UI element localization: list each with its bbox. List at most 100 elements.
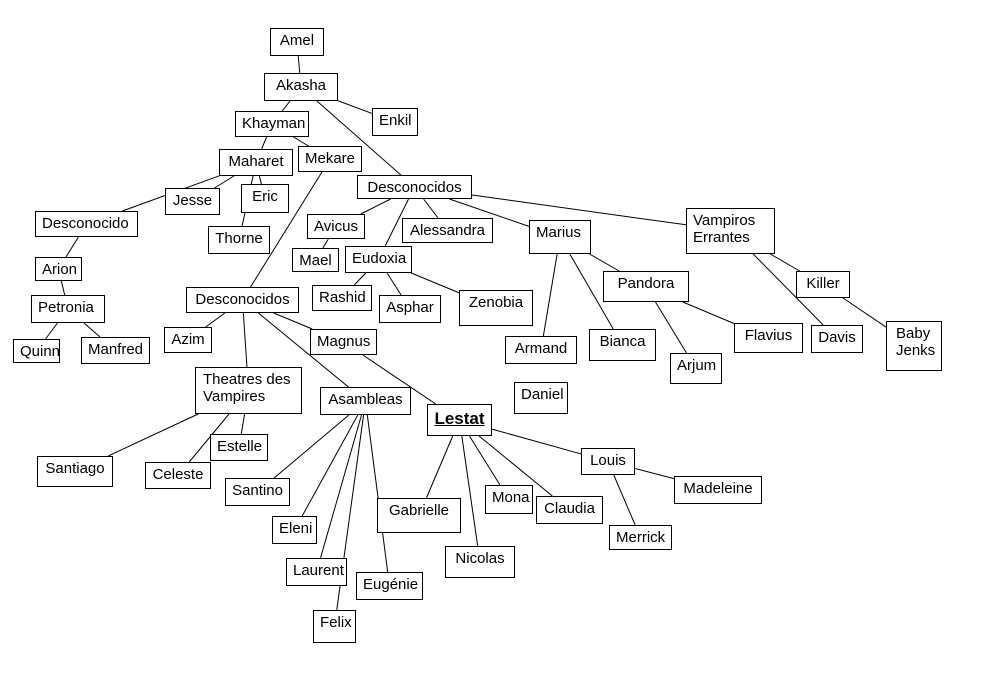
- edge-desconocidos_mid-azim: [205, 312, 226, 328]
- edge-desconocidos_top-alessandra: [423, 198, 439, 219]
- node-desconocidos-mid: Desconocidos: [186, 287, 299, 313]
- node-nicolas: Nicolas: [445, 546, 515, 578]
- edge-marius-bianca: [569, 253, 614, 330]
- edge-desconocidos_mid-theatres: [242, 312, 248, 368]
- node-quinn: Quinn: [13, 339, 60, 363]
- node-laurent: Laurent: [286, 558, 347, 586]
- node-mael: Mael: [292, 248, 339, 272]
- node-amel: Amel: [270, 28, 324, 56]
- edge-lestat-nicolas: [461, 435, 479, 547]
- node-davis: Davis: [811, 325, 863, 353]
- node-alessandra: Alessandra: [402, 218, 493, 243]
- node-killer: Killer: [796, 271, 850, 298]
- edge-mekare-desconocidos_mid: [250, 171, 323, 288]
- node-manfred: Manfred: [81, 337, 150, 364]
- edge-petronia-manfred: [83, 322, 101, 338]
- edge-louis-merrick: [613, 474, 636, 526]
- node-vampiros-errantes: Vampiros Errantes: [686, 208, 775, 254]
- node-maharet: Maharet: [219, 149, 293, 176]
- node-asphar: Asphar: [379, 295, 441, 323]
- edge-khayman-maharet: [261, 136, 268, 150]
- edge-khayman-mekare: [293, 136, 309, 147]
- node-madeleine: Madeleine: [674, 476, 762, 504]
- edge-pandora-arjum: [655, 301, 687, 354]
- edge-marius-pandora: [589, 253, 620, 272]
- node-desconocidos-top: Desconocidos: [357, 175, 472, 199]
- edge-vampiros_errantes-davis: [752, 253, 824, 326]
- edge-petronia-quinn: [45, 322, 58, 340]
- node-merrick: Merrick: [609, 525, 672, 550]
- node-flavius: Flavius: [734, 323, 803, 353]
- node-pandora: Pandora: [603, 271, 689, 302]
- node-zenobia: Zenobia: [459, 290, 533, 326]
- edge-theatres-celeste: [188, 413, 230, 463]
- edge-desconocidos_top-vampiros_errantes: [471, 194, 687, 226]
- edge-lestat-mona: [469, 435, 501, 486]
- edge-desconocido-arion: [65, 236, 79, 258]
- node-magnus: Magnus: [310, 329, 377, 355]
- edge-asambleas-eleni: [301, 414, 359, 517]
- edge-pandora-flavius: [682, 301, 735, 324]
- edge-arion-petronia: [60, 280, 66, 296]
- node-arion: Arion: [35, 257, 82, 281]
- edge-eudoxia-rashid: [353, 272, 367, 286]
- edge-desconocidos_top-avicus: [360, 198, 391, 215]
- node-estelle: Estelle: [210, 434, 268, 461]
- edge-theatres-santiago: [107, 413, 199, 457]
- edge-desconocidos_top-marius: [449, 198, 530, 227]
- node-armand: Armand: [505, 336, 577, 364]
- node-akasha: Akasha: [264, 73, 338, 101]
- node-petronia: Petronia: [31, 295, 105, 323]
- node-santiago: Santiago: [37, 456, 113, 487]
- edge-avicus-mael: [322, 238, 329, 249]
- edge-theatres-estelle: [240, 413, 246, 435]
- node-gabrielle: Gabrielle: [377, 498, 461, 533]
- edge-eudoxia-asphar: [386, 272, 402, 296]
- edge-asambleas-santino: [273, 414, 350, 479]
- node-mekare: Mekare: [298, 146, 362, 172]
- node-thorne: Thorne: [208, 226, 270, 254]
- edge-maharet-jesse: [214, 175, 235, 189]
- edge-amel-akasha: [297, 55, 301, 74]
- node-lestat: Lestat: [427, 404, 492, 436]
- node-eudoxia: Eudoxia: [345, 246, 412, 273]
- edge-lestat-gabrielle: [425, 435, 454, 499]
- edge-akasha-khayman: [281, 100, 291, 112]
- node-felix: Felix: [313, 610, 356, 643]
- node-jesse: Jesse: [165, 188, 220, 215]
- node-arjum: Arjum: [670, 353, 722, 384]
- node-khayman: Khayman: [235, 111, 309, 137]
- edge-desconocidos_top-eudoxia: [384, 198, 409, 247]
- edge-louis-madeleine: [634, 468, 675, 480]
- node-eleni: Eleni: [272, 516, 317, 544]
- edge-asambleas-eugenie: [366, 414, 389, 573]
- node-baby-jenks: Baby Jenks: [886, 321, 942, 371]
- edge-lestat-claudia: [478, 435, 553, 497]
- node-asambleas: Asambleas: [320, 387, 411, 415]
- edge-desconocidos_mid-asambleas: [258, 312, 349, 388]
- edge-killer-baby_jenks: [842, 297, 887, 328]
- edge-magnus-lestat: [362, 354, 436, 405]
- edge-vampiros_errantes-killer: [770, 253, 800, 272]
- node-bianca: Bianca: [589, 329, 656, 361]
- edge-desconocidos_mid-magnus: [273, 312, 313, 330]
- node-theatres-des-vampires: Theatres des Vampires: [195, 367, 302, 414]
- edge-asambleas-laurent: [320, 414, 362, 559]
- node-desconocido: Desconocido: [35, 211, 138, 237]
- edge-akasha-enkil: [337, 100, 373, 114]
- node-marius: Marius: [529, 220, 591, 254]
- node-daniel: Daniel: [514, 382, 568, 414]
- node-santino: Santino: [225, 478, 290, 506]
- edge-akasha-desconocidos_top: [316, 100, 402, 176]
- node-eugenie: Eugénie: [356, 572, 423, 600]
- node-azim: Azim: [164, 327, 212, 353]
- node-celeste: Celeste: [145, 462, 211, 489]
- node-louis: Louis: [581, 448, 635, 475]
- edge-marius-armand: [542, 253, 558, 337]
- node-rashid: Rashid: [312, 285, 372, 311]
- node-mona: Mona: [485, 485, 533, 514]
- edge-eudoxia-zenobia: [411, 272, 460, 294]
- node-enkil: Enkil: [372, 108, 418, 136]
